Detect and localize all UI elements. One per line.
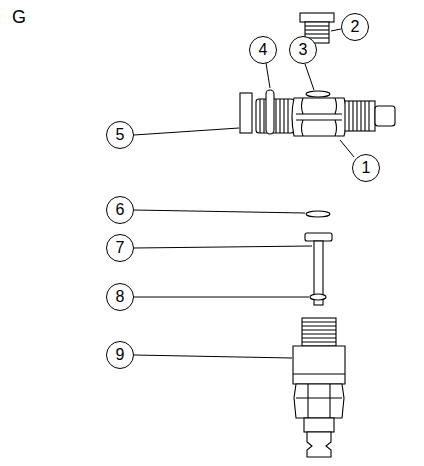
callout-circle: 7 xyxy=(106,234,134,262)
callout-circle: 9 xyxy=(106,341,134,369)
callout-number: 4 xyxy=(259,42,268,58)
callout-number: 7 xyxy=(116,240,125,256)
washer xyxy=(306,211,330,217)
callout-number: 8 xyxy=(116,289,125,305)
callout-number: 6 xyxy=(116,202,125,218)
callout-circle: 8 xyxy=(106,283,134,311)
callout-circle: 6 xyxy=(106,196,134,224)
callout-number: 2 xyxy=(351,19,360,35)
callout-circle: 1 xyxy=(352,154,380,182)
tee-body xyxy=(256,98,395,136)
pin-part xyxy=(305,233,332,305)
o-ring xyxy=(306,91,330,97)
callout-circle: 2 xyxy=(341,13,369,41)
leader-lines xyxy=(134,29,354,358)
figure-letter: G xyxy=(12,8,26,26)
screen-disc xyxy=(240,93,252,133)
callout-number: 9 xyxy=(116,347,125,363)
small-seal xyxy=(310,294,326,300)
callout-circle: 4 xyxy=(249,36,277,64)
callout-circle: 5 xyxy=(106,121,134,149)
callout-number: 5 xyxy=(116,127,125,143)
seal-ring xyxy=(266,90,274,134)
callout-circle: 3 xyxy=(289,36,317,64)
quick-fitting xyxy=(293,318,345,457)
callout-number: 1 xyxy=(362,160,371,176)
callout-number: 3 xyxy=(299,42,308,58)
